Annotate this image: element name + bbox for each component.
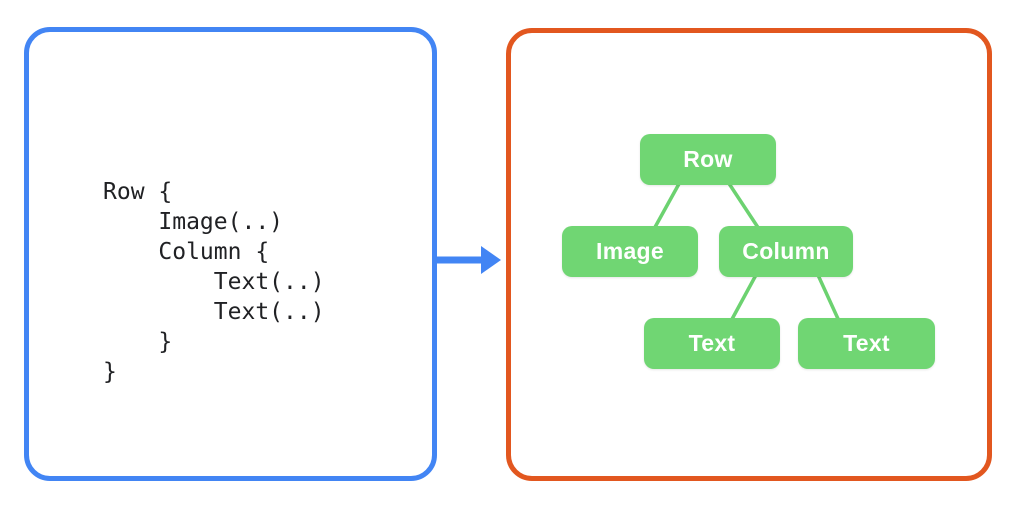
tree-node-text-2: Text xyxy=(798,318,935,369)
code-block: Row { Image(..) Column { Text(..) Text(.… xyxy=(103,179,325,385)
tree-node-label: Image xyxy=(596,238,664,264)
edge-row-column xyxy=(726,180,761,231)
tree-node-row: Row xyxy=(640,134,776,185)
tree-panel: Row Image Column Text Text xyxy=(506,28,992,481)
edge-column-text2 xyxy=(816,273,841,323)
right-arrow-icon xyxy=(432,246,501,274)
edge-row-image xyxy=(652,180,682,231)
arrow-head xyxy=(481,246,501,274)
code-panel: Row { Image(..) Column { Text(..) Text(.… xyxy=(24,27,437,481)
tree-node-label: Row xyxy=(683,146,733,172)
tree-node-image: Image xyxy=(562,226,698,277)
arrow-shaft xyxy=(432,256,484,264)
edge-column-text1 xyxy=(729,273,758,323)
tree-connectors xyxy=(652,180,841,323)
tree-node-label: Column xyxy=(742,238,830,264)
tree-node-text-1: Text xyxy=(644,318,780,369)
tree-node-label: Text xyxy=(688,330,736,356)
tree-node-column: Column xyxy=(719,226,853,277)
tree-node-label: Text xyxy=(843,330,890,356)
